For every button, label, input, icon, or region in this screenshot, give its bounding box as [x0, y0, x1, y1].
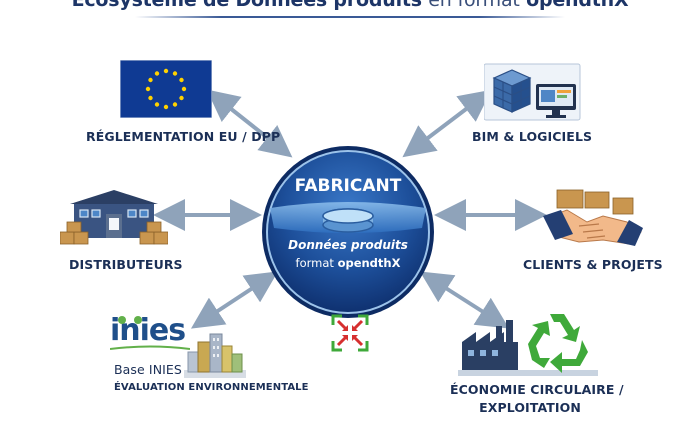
- label-circular-1: ÉCONOMIE CIRCULAIRE /: [450, 382, 624, 397]
- label-distributeurs: DISTRIBUTEURS: [69, 257, 183, 272]
- handshake-icon: [543, 188, 643, 250]
- label-bim: BIM & LOGICIELS: [472, 129, 593, 144]
- eu-flag-icon: [120, 60, 212, 118]
- label-inies-sub: ÉVALUATION ENVIRONNEMENTALE: [114, 382, 309, 393]
- label-circular-2: EXPLOITATION: [479, 400, 581, 415]
- bim-software-icon: [484, 62, 584, 122]
- title-underline: [135, 16, 565, 18]
- hub-circle: [260, 144, 436, 320]
- page-title: Écosystème de Données produits en format…: [0, 0, 700, 11]
- inies-logo-dots: [112, 314, 172, 326]
- hub-subtitle: Données produits: [288, 238, 408, 252]
- label-inies: Base INIES: [114, 362, 182, 377]
- title-main: Écosystème de Données produits: [71, 0, 422, 11]
- city-buildings-icon: [184, 330, 246, 380]
- label-clients: CLIENTS & PROJETS: [523, 257, 663, 272]
- arrow-inies: [190, 271, 279, 329]
- arrow-circular: [419, 271, 510, 329]
- title-brand: opendthX: [526, 0, 629, 11]
- hub-format-prefix: format: [295, 256, 334, 270]
- converge-arrows-icon: [330, 313, 370, 353]
- label-eu: RÉGLEMENTATION EU / DPP: [86, 129, 281, 144]
- inies-underline: [110, 345, 190, 351]
- hub-format-name: opendthX: [337, 256, 401, 270]
- recycle-factory-icon: [458, 308, 598, 378]
- hub-title: FABRICANT: [294, 176, 402, 196]
- arrow-bim: [402, 89, 492, 158]
- title-connector: en format: [428, 0, 520, 11]
- warehouse-icon: [60, 186, 168, 248]
- hub-format: format opendthX: [260, 256, 436, 270]
- arrow-eu: [206, 89, 293, 158]
